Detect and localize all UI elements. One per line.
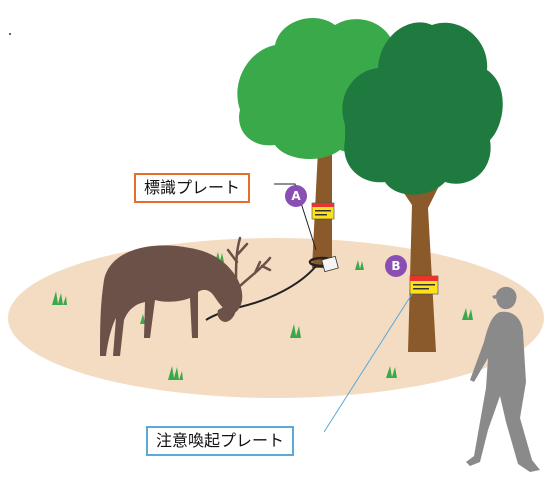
speck — [9, 33, 11, 35]
leader-line-warning — [323, 293, 413, 433]
snare-wire — [205, 265, 317, 321]
warning-plate-callout: 注意喚起プレート — [146, 426, 295, 456]
marker-b-badge: B — [385, 255, 407, 277]
person — [466, 286, 540, 472]
snare-device — [308, 255, 339, 273]
sign-plate-callout: 標識プレート — [134, 173, 251, 203]
leader-line-sign — [274, 183, 317, 251]
marker-a-badge: A — [285, 185, 307, 207]
tree-b — [342, 22, 503, 352]
deer-antlers — [226, 236, 272, 288]
marker-b-label: B — [391, 259, 400, 273]
marker-a-label: A — [291, 189, 301, 203]
deer — [100, 245, 243, 356]
sign-plate — [311, 202, 335, 220]
warning-plate — [409, 275, 439, 295]
